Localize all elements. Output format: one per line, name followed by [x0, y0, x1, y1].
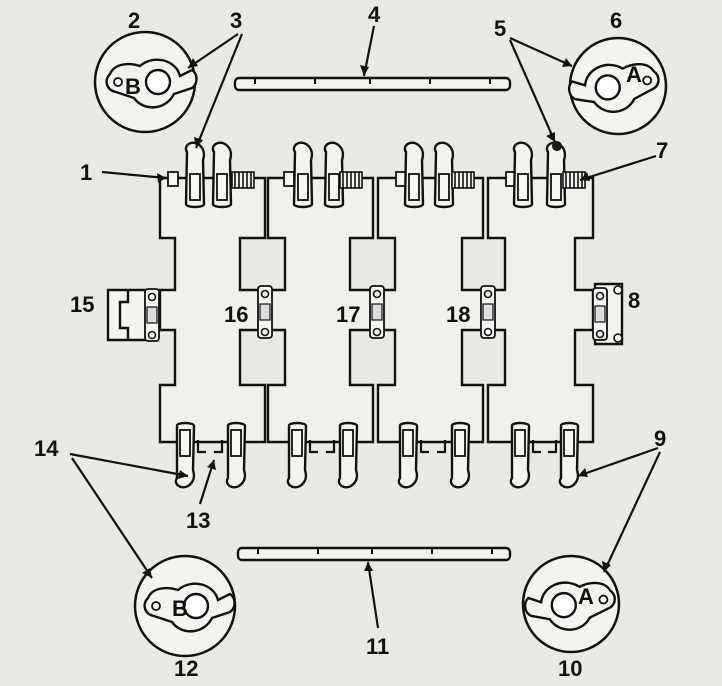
label-5: 5: [494, 16, 506, 41]
label-12: 12: [174, 656, 198, 681]
svg-text:B: B: [172, 596, 188, 621]
svg-text:A: A: [626, 62, 642, 87]
leader-lines: [69, 25, 661, 629]
bearing-caps: [106, 282, 624, 346]
label-13: 13: [186, 508, 210, 533]
detail-circle-lower-left: B: [133, 554, 237, 658]
label-4: 4: [368, 2, 381, 27]
detail-circle-upper-left: B: [93, 30, 198, 134]
cylinder-head-outline: [158, 176, 595, 444]
svg-text:B: B: [125, 74, 141, 99]
label-11: 11: [366, 634, 389, 659]
svg-text:A: A: [578, 584, 594, 609]
label-7: 7: [656, 138, 668, 163]
label-16: 16: [224, 302, 248, 327]
part-number-labels: 1 2 3 4 5 6 7 8 9 10 11 12 13 14 15 16 1…: [34, 2, 668, 681]
detail-circle-upper-right: A: [564, 36, 668, 136]
label-14: 14: [34, 436, 59, 461]
label-3: 3: [230, 8, 242, 33]
label-15: 15: [70, 292, 94, 317]
label-8: 8: [628, 288, 640, 313]
label-1: 1: [80, 160, 92, 185]
lower-rocker-row: [174, 421, 580, 489]
label-6: 6: [610, 8, 622, 33]
label-2: 2: [128, 8, 140, 33]
label-18: 18: [446, 302, 470, 327]
oil-pipe-top: [233, 76, 512, 92]
label-10: 10: [558, 656, 582, 681]
oil-pipe-bottom: [236, 546, 512, 562]
label-9: 9: [654, 426, 666, 451]
upper-rocker-row: [167, 141, 586, 209]
detail-circle-lower-right: A: [521, 554, 621, 654]
label-17: 17: [336, 302, 360, 327]
